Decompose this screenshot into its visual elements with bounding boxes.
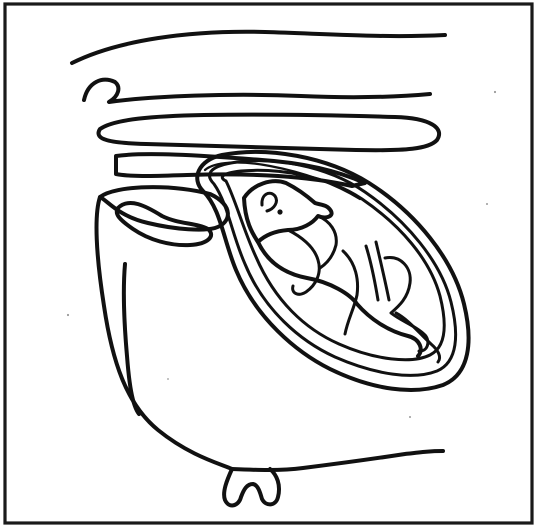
paper-speck xyxy=(409,416,411,418)
paper-speck xyxy=(67,314,69,316)
paper-speck xyxy=(486,203,488,205)
paper-speck xyxy=(494,91,496,93)
fetus-eye-icon xyxy=(277,209,282,214)
frame-border xyxy=(5,4,532,523)
paper-speck xyxy=(167,378,169,380)
